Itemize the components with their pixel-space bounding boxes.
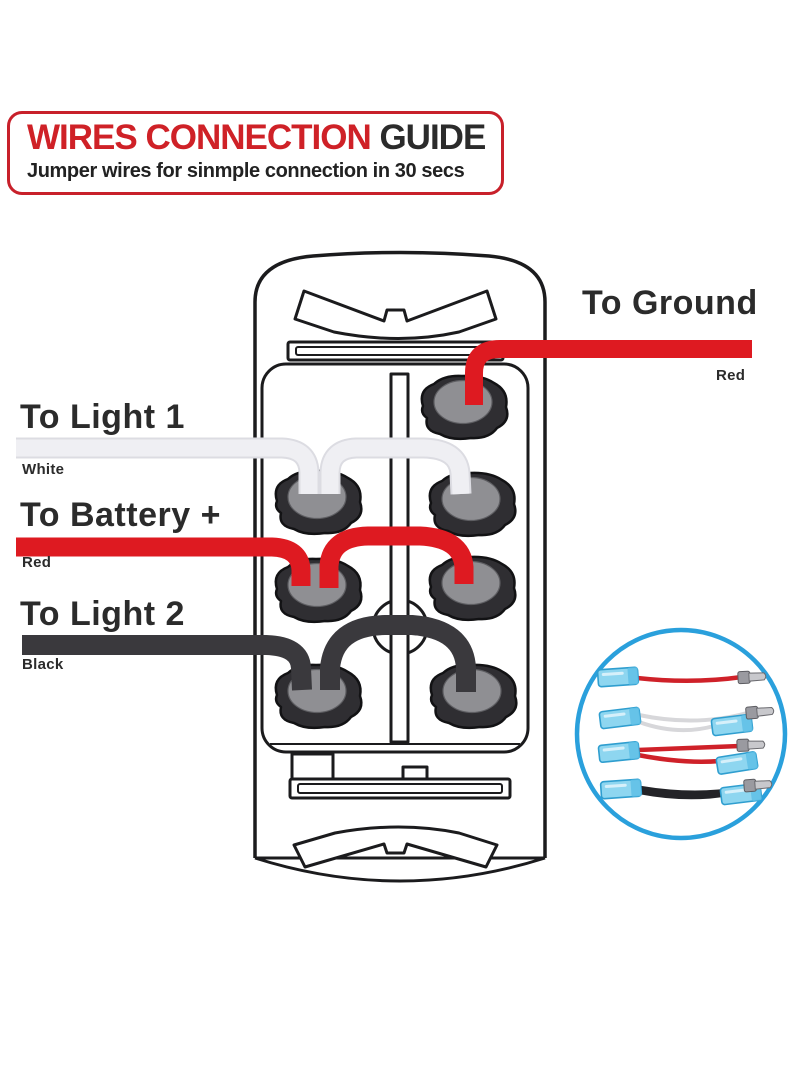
jumper-white-double — [598, 704, 775, 737]
page-title-red: WIRES CONNECTION — [27, 118, 372, 157]
page-subtitle: Jumper wires for sinmple connection in 3… — [27, 159, 465, 182]
label-to-battery: To Battery + — [20, 496, 221, 534]
bottom-bezel-bar-inner — [297, 783, 503, 794]
note-light2-black: Black — [22, 656, 64, 673]
red-wire-battery — [16, 526, 474, 588]
jumper-black-double — [599, 777, 773, 806]
blue-connector — [597, 740, 641, 764]
blue-connector — [599, 778, 643, 800]
note-ground-red: Red — [716, 367, 746, 384]
black-wire-light2 — [22, 615, 476, 692]
blue-connector — [596, 666, 640, 688]
switch-bottom-bowl — [254, 856, 546, 883]
label-to-ground: To Ground — [582, 284, 758, 322]
title-box: WIRES CONNECTION GUIDE Jumper wires for … — [7, 111, 504, 195]
note-battery-red: Red — [22, 554, 52, 571]
label-to-light-2: To Light 2 — [20, 595, 185, 633]
inset-circle-frame — [574, 627, 788, 841]
terminal-ground — [420, 374, 509, 441]
terminal-battery-left — [274, 557, 363, 624]
jumper-red-single — [596, 666, 767, 688]
wires — [16, 340, 752, 692]
red-wire-ground — [465, 340, 752, 405]
note-light1-white: White — [22, 461, 65, 478]
actuator-slot — [389, 372, 410, 744]
bottom-bezel-bar — [288, 777, 512, 800]
terminal-light2-left — [274, 663, 363, 730]
page-title: WIRES CONNECTION GUIDE — [27, 119, 501, 157]
bottom-mounting-wings — [292, 825, 499, 869]
label-to-light-1: To Light 1 — [20, 398, 185, 436]
page-title-dark: GUIDE — [370, 118, 486, 157]
jumper-inset — [574, 627, 788, 841]
white-wire-light1 — [16, 439, 470, 495]
jumper-red-double — [597, 738, 766, 776]
terminal-light1-right — [428, 471, 517, 538]
top-mounting-wings — [293, 289, 498, 340]
